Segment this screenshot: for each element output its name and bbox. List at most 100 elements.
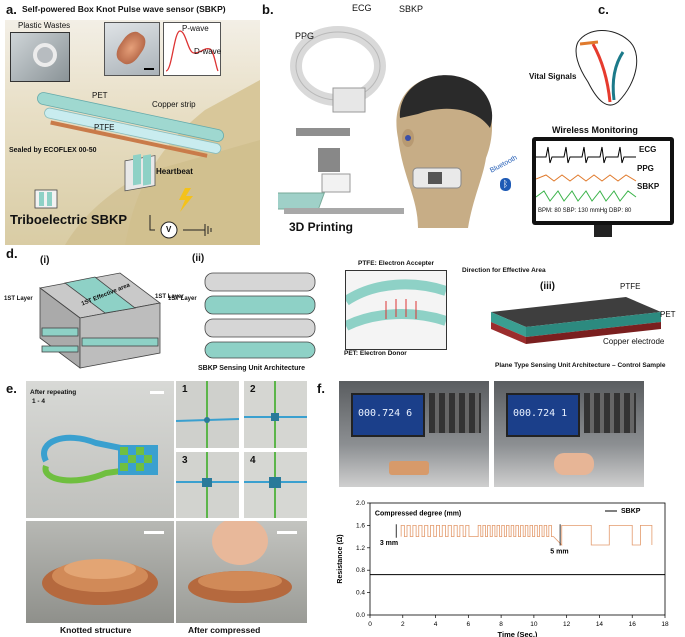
- x-tick-label: 12: [563, 621, 571, 628]
- step3-photo: [176, 452, 239, 518]
- multimeter-display-1: 000.724 6: [358, 408, 413, 419]
- step1-photo: [176, 381, 239, 448]
- multimeter-display-2: 000.724 1: [513, 408, 568, 419]
- step2-number: 2: [250, 384, 256, 395]
- monitor: [532, 137, 674, 225]
- headset-module: [332, 87, 366, 113]
- x-tick-label: 0: [368, 621, 372, 628]
- heartbeat-label: Heartbeat: [156, 167, 193, 176]
- step4-number: 4: [250, 455, 256, 466]
- x-tick-label: 14: [596, 621, 604, 628]
- voltmeter-icon: [160, 221, 178, 239]
- x-tick-label: 8: [499, 621, 503, 628]
- step3-number: 3: [182, 455, 188, 466]
- vital-signals-label: Vital Signals: [529, 72, 577, 81]
- layer1-label: 1ST Layer: [4, 296, 33, 302]
- multimeter-photo-2: 000.724 1: [494, 381, 644, 487]
- copper-electrode-label: Copper electrode: [603, 337, 665, 346]
- sbkp-label-b: SBKP: [399, 4, 424, 14]
- bluetooth-icon: ᛒ: [500, 178, 511, 191]
- wireless-label: Wireless Monitoring: [552, 125, 638, 135]
- y-tick-label: 1.2: [356, 545, 365, 552]
- vitals-readout: BPM: 80 SBP: 130 mmHg DBP: 80: [538, 208, 632, 214]
- sealed-label: Sealed by ECOFLEX 00-50: [9, 147, 97, 154]
- plane-sensor-iii: [486, 292, 666, 352]
- printer-bed: [278, 192, 325, 210]
- earbud-icon: [405, 135, 411, 141]
- d-ii-label: (ii): [192, 253, 205, 264]
- y-tick-label: 0.4: [356, 590, 365, 597]
- legend-label: SBKP: [621, 508, 641, 515]
- sbkp-arch-label: SBKP Sensing Unit Architecture: [198, 365, 305, 372]
- neck-illustration: [34, 80, 260, 245]
- ppg-label-c: PPG: [637, 164, 654, 173]
- annotation-compressed: Compressed degree (mm): [375, 510, 461, 517]
- printer-rail: [296, 128, 350, 136]
- ecg-label-c: ECG: [639, 145, 657, 154]
- knot-illustration: [124, 154, 156, 192]
- y-tick-label: 1.6: [356, 522, 365, 529]
- panel-b-label: b.: [262, 2, 274, 17]
- 3d-printing-label: 3D Printing: [289, 220, 354, 234]
- copper-strip-label: Copper strip: [152, 100, 196, 109]
- step2-photo: [244, 381, 307, 448]
- knot-photo: [26, 381, 174, 518]
- copper-sensor-photo: [104, 22, 160, 76]
- panel-c-label: c.: [598, 2, 609, 17]
- pet-label: PET: [92, 91, 108, 100]
- small-knot: [34, 189, 58, 209]
- after-repeating-label: After repeating: [30, 389, 77, 396]
- plastic-wastes-label: Plastic Wastes: [18, 21, 71, 30]
- annotation-5mm: 5 mm: [550, 548, 568, 555]
- voltmeter-circuit: [149, 215, 212, 236]
- x-axis-label: Time (Sec.): [498, 630, 538, 637]
- x-tick-label: 2: [401, 621, 405, 628]
- y-axis-label: Resistance (Ω): [337, 534, 344, 583]
- x-tick-label: 10: [530, 621, 538, 628]
- y-tick-label: 2.0: [356, 500, 365, 507]
- printer-head: [318, 148, 340, 172]
- steps-label: 1 - 4: [32, 398, 46, 405]
- scale-bar-e: [150, 391, 164, 394]
- ecg-label-b: ECG: [352, 3, 372, 13]
- panel-a-label: a.: [6, 2, 17, 17]
- annotation-3mm: 3 mm: [380, 540, 398, 547]
- ptfe-label: PTFE: [94, 123, 115, 132]
- x-tick-label: 6: [467, 621, 471, 628]
- plane-type-label: Plane Type Sensing Unit Architecture – C…: [495, 362, 666, 369]
- hair: [399, 75, 493, 128]
- panel-f-label: f.: [317, 381, 325, 396]
- y-tick-label: 0.0: [356, 612, 365, 619]
- layer1b-label: 1ST Layer: [155, 294, 184, 300]
- direction-label: Direction for Effective Area: [462, 267, 546, 274]
- knot-stack-i: [20, 268, 170, 378]
- step1-number: 1: [182, 384, 188, 395]
- plane-ptfe-label: PTFE: [620, 282, 641, 291]
- monitor-stand: [594, 225, 612, 237]
- compressed-label: After compressed: [188, 625, 261, 635]
- triboelectric-label: Triboelectric SBKP: [10, 212, 128, 227]
- pet-donor-label: PET: Electron Donor: [344, 350, 407, 357]
- panel-a-title: Self-powered Box Knot Pulse wave sensor …: [22, 4, 226, 14]
- x-tick-label: 16: [629, 621, 637, 628]
- x-tick-label: 4: [434, 621, 438, 628]
- d-iii-label: (iii): [540, 281, 555, 292]
- p-wave-label: P-wave: [182, 24, 209, 33]
- y-tick-label: 0.8: [356, 567, 365, 574]
- zoom-inset: [345, 270, 447, 350]
- ptfe-accepter-label: PTFE: Electron Accepter: [358, 260, 434, 267]
- sbkp-label-c: SBKP: [637, 182, 660, 191]
- x-tick-label: 18: [661, 621, 669, 628]
- plot-frame: [369, 502, 666, 616]
- compression-profile-line: [400, 524, 653, 546]
- step4-photo: [244, 452, 307, 518]
- knot-layers-ii: [195, 268, 320, 363]
- panel-d-label: d.: [6, 246, 18, 261]
- voltmeter-label: V: [166, 225, 172, 234]
- plastic-waste-photo: [10, 32, 70, 82]
- scale-bar: [144, 68, 154, 70]
- compressed-photo: [176, 521, 307, 623]
- d-i-label: (i): [40, 255, 50, 266]
- multimeter-photo-1: 000.724 6: [339, 381, 489, 487]
